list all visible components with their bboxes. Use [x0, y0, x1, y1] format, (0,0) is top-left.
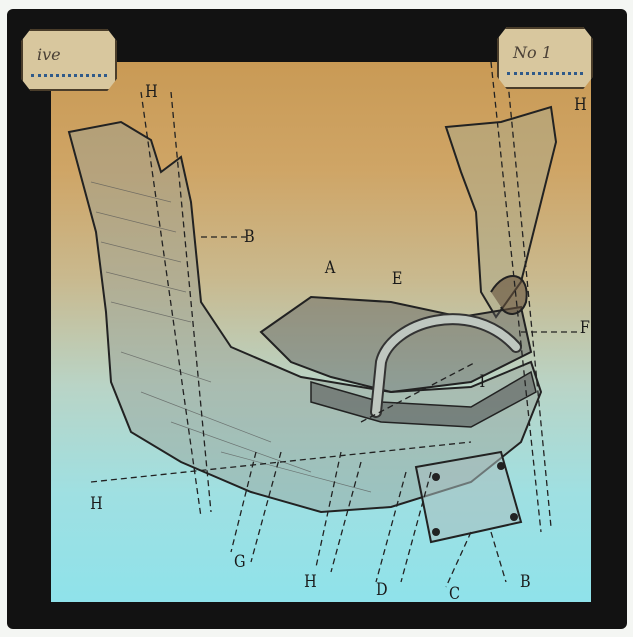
label-e: E [392, 269, 403, 289]
label-f: F [580, 318, 590, 338]
label-h-left: H [90, 494, 103, 514]
screw [432, 473, 440, 481]
corner-label-left: ive [21, 29, 117, 91]
slide-glass: H H B A E F I H G H D C B [51, 62, 591, 602]
label-b-lower: B [520, 572, 531, 592]
label-c: C [449, 584, 460, 602]
jaw-illustration [51, 62, 591, 602]
lantern-slide-frame: H H B A E F I H G H D C B ive No 1 [7, 9, 627, 629]
corner-label-right-text: No 1 [513, 43, 552, 62]
label-a: A [325, 258, 335, 278]
label-g: G [234, 552, 246, 572]
label-d: D [376, 580, 388, 600]
corner-label-right: No 1 [497, 27, 593, 89]
label-h-bottom: H [304, 572, 317, 592]
screw [497, 462, 505, 470]
side-plate [416, 452, 521, 542]
label-i: I [480, 372, 486, 392]
screw [510, 513, 518, 521]
label-h-top-right: H [574, 95, 587, 115]
label-h-top-left: H [145, 82, 158, 102]
screw [432, 528, 440, 536]
label-b-upper: B [244, 227, 255, 247]
corner-label-left-text: ive [37, 45, 61, 64]
